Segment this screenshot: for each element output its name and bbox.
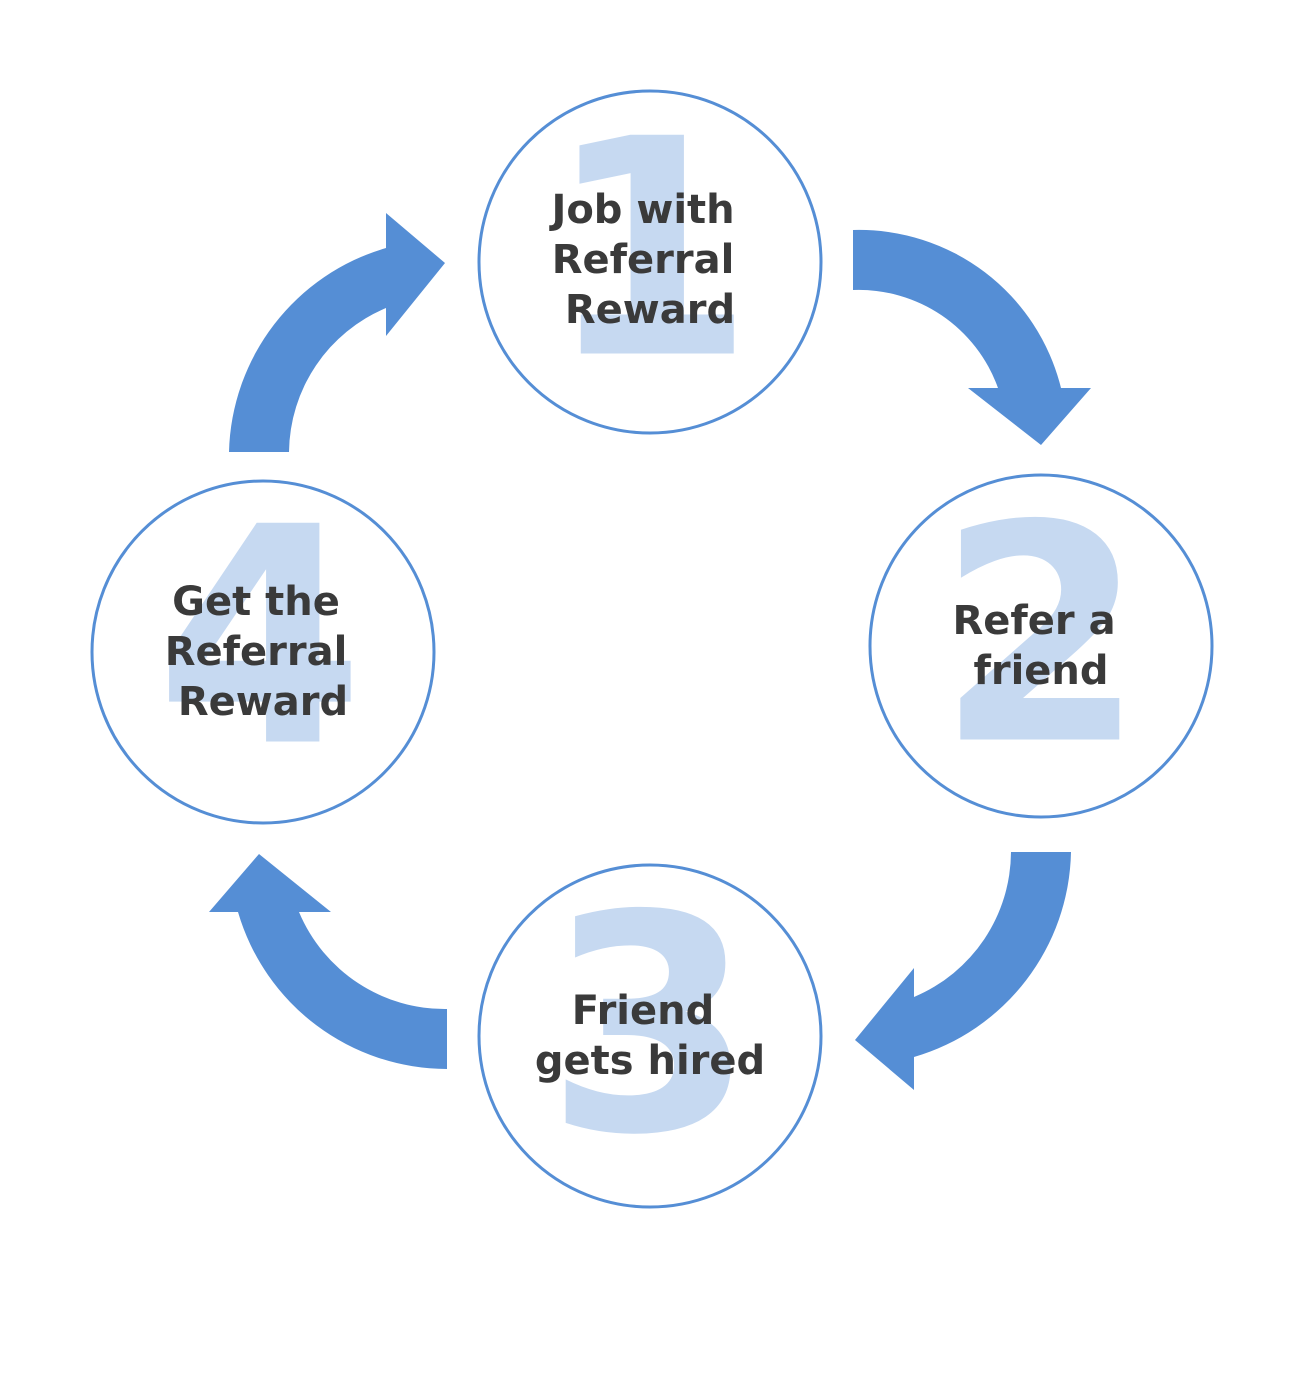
curved-arrow-icon bbox=[855, 852, 1071, 1090]
step-number: 3 bbox=[546, 852, 755, 1201]
step-4: 4 Get the Referral Reward bbox=[90, 464, 436, 825]
step-number: 2 bbox=[937, 462, 1146, 811]
step-label-line: gets hired bbox=[535, 1038, 765, 1084]
step-2: 2 Refer a friend bbox=[868, 462, 1214, 819]
arrow-4-to-1 bbox=[229, 213, 445, 452]
curved-arrow-icon bbox=[853, 229, 1091, 445]
step-label: Job with Referral Reward bbox=[548, 187, 748, 333]
arrow-2-to-3 bbox=[855, 852, 1071, 1090]
step-label-line: Reward bbox=[565, 287, 735, 333]
step-number: 4 bbox=[156, 464, 365, 813]
step-1: 1 Job with Referral Reward bbox=[477, 76, 823, 435]
step-label-line: Friend bbox=[572, 988, 714, 1034]
step-circle bbox=[90, 479, 436, 825]
arrow-1-to-2 bbox=[853, 229, 1091, 445]
step-label-line: friend bbox=[973, 648, 1108, 694]
arrow-3-to-4 bbox=[209, 854, 447, 1069]
step-circle bbox=[477, 863, 823, 1209]
step-label: Friend gets hired bbox=[535, 988, 765, 1084]
step-label: Refer a friend bbox=[952, 598, 1129, 694]
step-3: 3 Friend gets hired bbox=[477, 852, 823, 1209]
step-label-line: Referral bbox=[552, 237, 735, 283]
step-label-line: Job with bbox=[548, 187, 734, 233]
step-label: Get the Referral Reward bbox=[165, 579, 362, 725]
step-circle bbox=[477, 89, 823, 435]
step-number: 1 bbox=[546, 76, 755, 425]
curved-arrow-icon bbox=[209, 854, 447, 1069]
step-label-line: Refer a bbox=[952, 598, 1115, 644]
step-label-line: Get the bbox=[172, 579, 340, 625]
step-circle bbox=[868, 473, 1214, 819]
step-label-line: Referral bbox=[165, 629, 348, 675]
step-label-line: Reward bbox=[178, 679, 348, 725]
curved-arrow-icon bbox=[229, 213, 445, 452]
